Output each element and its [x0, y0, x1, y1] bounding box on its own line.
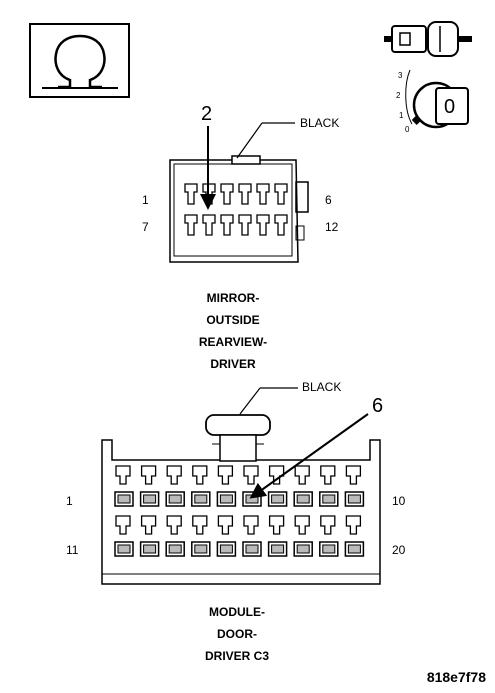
- mirror-name-line-1: MIRROR-: [207, 291, 260, 305]
- mirror-name-line-4: DRIVER: [210, 357, 256, 371]
- door-pin-label-11: 11: [66, 543, 79, 557]
- door-module-connector-pins: [114, 465, 365, 557]
- ignition-switch-icon: 3 2 1 0 0: [396, 69, 469, 134]
- ignition-pos-2: 2: [396, 91, 401, 100]
- mirror-connector-name: MIRROR- OUTSIDE REARVIEW- DRIVER: [199, 291, 267, 371]
- pin-cavity: [114, 515, 134, 557]
- pin-cavity: [293, 465, 313, 507]
- pin-cavity: [238, 183, 252, 205]
- pin-cavity: [242, 465, 262, 507]
- pin-cavity: [202, 214, 216, 236]
- pin-cavity: [165, 465, 185, 507]
- mirror-connector-pins: [184, 183, 288, 236]
- door-name-line-1: MODULE-: [209, 605, 265, 619]
- pin-cavity: [293, 515, 313, 557]
- door-callout-pin: 6: [372, 395, 383, 417]
- pin-cavity: [274, 214, 288, 236]
- pin-cavity: [256, 214, 270, 236]
- pin-cavity: [191, 515, 211, 557]
- pin-cavity: [216, 515, 237, 557]
- pin-cavity: [184, 183, 198, 205]
- mirror-color-label: BLACK: [300, 116, 339, 130]
- pin-cavity: [319, 515, 339, 557]
- figure-code: 818e7f78: [427, 669, 486, 685]
- mirror-callout-pin: 2: [201, 103, 212, 125]
- mirror-pin-label-6: 6: [325, 193, 332, 207]
- door-pin-label-20: 20: [392, 543, 406, 557]
- key-label: 0: [444, 96, 455, 118]
- mirror-pin-label-7: 7: [142, 220, 149, 234]
- door-pin-label-1: 1: [66, 494, 73, 508]
- pin-cavity: [191, 465, 211, 507]
- door-pin6-callout: 6: [249, 395, 383, 499]
- pin-cavity: [344, 515, 365, 557]
- pin-cavity: [344, 465, 365, 507]
- ohm-icon: [42, 34, 118, 89]
- pin-cavity: [238, 214, 252, 236]
- pin-cavity: [242, 515, 262, 557]
- mirror-pin-label-1: 1: [142, 193, 149, 207]
- ignition-pos-1: 1: [399, 111, 404, 120]
- door-name-line-2: DOOR-: [217, 627, 257, 641]
- pin-cavity: [184, 214, 198, 236]
- pin-cavity: [319, 465, 339, 507]
- pin-cavity: [216, 465, 237, 507]
- door-black-callout: [239, 387, 298, 415]
- pin-cavity: [267, 465, 288, 507]
- door-name-line-3: DRIVER C3: [205, 649, 269, 663]
- pin-cavity: [220, 183, 234, 205]
- door-pin-label-10: 10: [392, 494, 406, 508]
- door-color-label: BLACK: [302, 380, 341, 394]
- ignition-pos-0: 0: [405, 125, 410, 134]
- mirror-connector: [169, 155, 309, 263]
- door-connector-name: MODULE- DOOR- DRIVER C3: [205, 605, 269, 663]
- pin-cavity: [114, 465, 134, 507]
- mirror-pin-label-12: 12: [325, 220, 339, 234]
- mirror-name-line-3: REARVIEW-: [199, 335, 267, 349]
- pin-cavity: [220, 214, 234, 236]
- mirror-black-callout: [236, 122, 295, 159]
- pin-cavity: [267, 515, 288, 557]
- ohm-symbol-box: [29, 23, 130, 98]
- mirror-name-line-2: OUTSIDE: [206, 313, 259, 327]
- door-module-connector: [101, 414, 381, 585]
- mirror-pin2-callout: 2: [200, 103, 216, 210]
- pin-cavity: [139, 465, 160, 507]
- ignition-key-icon: [384, 21, 472, 57]
- pin-cavity: [256, 183, 270, 205]
- pin-cavity: [139, 515, 160, 557]
- pin-cavity: [165, 515, 185, 557]
- pin-cavity: [274, 183, 288, 205]
- ignition-pos-3: 3: [398, 71, 403, 80]
